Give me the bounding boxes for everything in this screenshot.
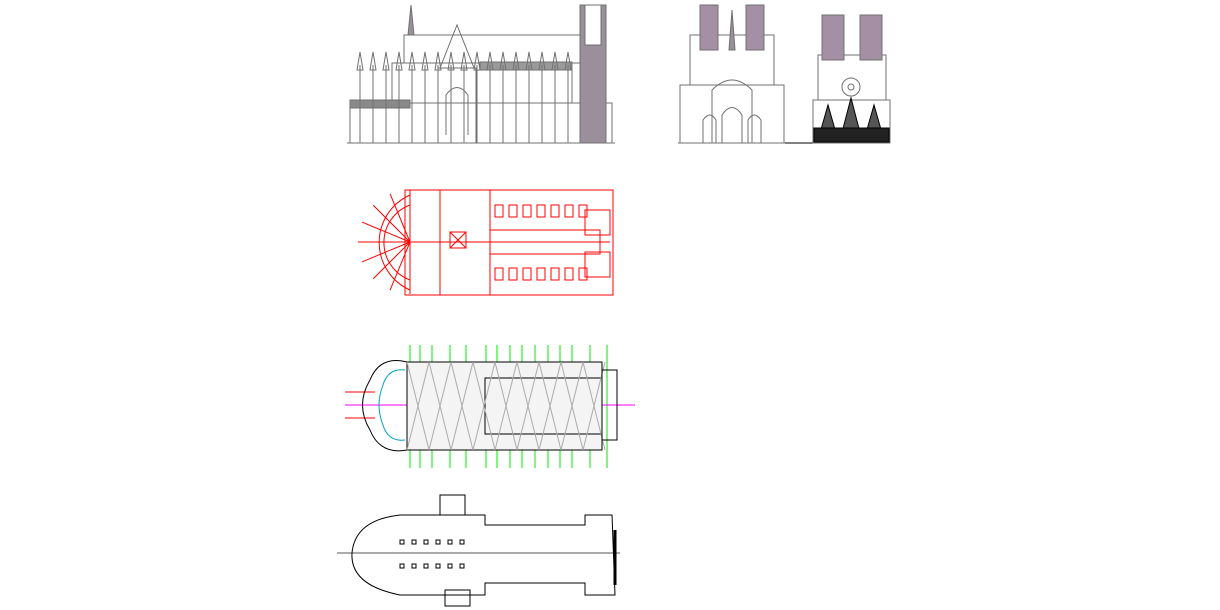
pinnacle — [356, 51, 364, 71]
ground-plan — [337, 494, 620, 607]
west-facade-elevation — [785, 14, 891, 144]
side-elevation — [347, 4, 615, 144]
pinnacle — [382, 51, 390, 71]
pier — [536, 204, 546, 218]
pier — [536, 267, 546, 281]
pier — [423, 563, 429, 569]
vault-rib — [472, 361, 496, 451]
pinnacle — [447, 51, 455, 71]
chapel-rib — [389, 241, 411, 291]
pier — [522, 204, 532, 218]
east-elevation — [678, 4, 812, 144]
pier — [435, 563, 441, 569]
pinnacle — [473, 51, 481, 71]
chapel-rib — [372, 241, 411, 280]
pinnacle — [369, 51, 377, 71]
pier — [411, 539, 417, 545]
pier — [508, 204, 518, 218]
pier — [578, 204, 588, 218]
vault-rib — [450, 361, 474, 451]
pier — [459, 539, 465, 545]
pinnacle — [408, 51, 416, 71]
vault-rib — [494, 361, 518, 451]
pinnacle — [395, 51, 403, 71]
pier — [447, 563, 453, 569]
pier — [578, 267, 588, 281]
pinnacle — [434, 51, 442, 71]
pier — [522, 267, 532, 281]
pinnacle — [525, 51, 533, 71]
pier — [435, 539, 441, 545]
pinnacle — [538, 51, 546, 71]
pinnacle — [421, 51, 429, 71]
pier — [494, 267, 504, 281]
pier — [459, 563, 465, 569]
vault-plan — [345, 345, 635, 468]
pier — [550, 267, 560, 281]
chapel-rib — [361, 221, 411, 243]
pier — [550, 204, 560, 218]
vault-rib — [406, 361, 430, 451]
pinnacle — [499, 51, 507, 71]
pier — [564, 267, 574, 281]
vault-rib — [516, 361, 540, 451]
vault-rib — [582, 361, 606, 451]
pier — [447, 539, 453, 545]
pinnacle — [512, 51, 520, 71]
pier — [508, 267, 518, 281]
pier — [399, 563, 405, 569]
chapel-rib — [372, 204, 411, 243]
vault-rib — [428, 361, 452, 451]
pier — [411, 563, 417, 569]
chapel-rib — [389, 193, 411, 243]
pinnacle — [486, 51, 494, 71]
pier — [423, 539, 429, 545]
chapel-rib — [361, 241, 411, 263]
pier — [494, 204, 504, 218]
structural-plan — [358, 189, 614, 296]
pier — [399, 539, 405, 545]
pier — [564, 204, 574, 218]
pinnacle — [564, 51, 572, 71]
vault-rib — [560, 361, 584, 451]
pinnacle — [551, 51, 559, 71]
pinnacle — [460, 51, 468, 71]
vault-rib — [538, 361, 562, 451]
